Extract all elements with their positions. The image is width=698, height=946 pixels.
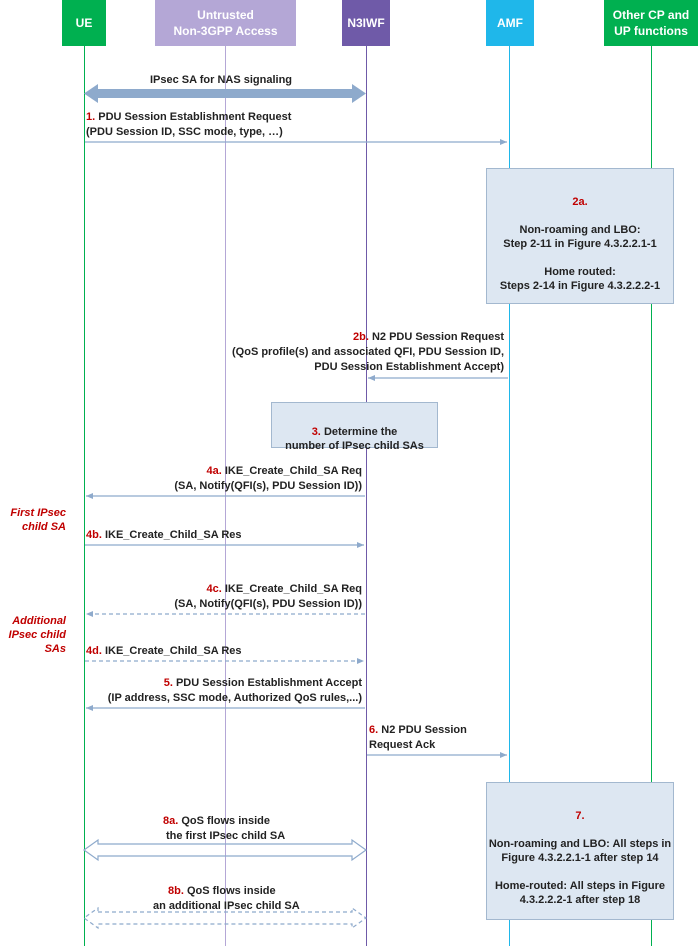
lifeline-n3iwf	[366, 46, 367, 946]
step-4d-number: 4d.	[86, 645, 102, 657]
step-4c-number: 4c.	[206, 583, 222, 595]
step-8a-label: 8a. QoS flows inside	[163, 814, 270, 828]
step-4c-label2: (SA, Notify(QFI(s), PDU Session ID))	[174, 598, 362, 610]
step-3-text2: number of IPsec child SAs	[285, 440, 424, 452]
step-4a-label2: (SA, Notify(QFI(s), PDU Session ID))	[174, 480, 362, 492]
side-label-additional-ipsec: Additional IPsec child SAs	[8, 615, 66, 655]
entity-untrusted-access: Untrusted Non-3GPP Access	[155, 0, 296, 46]
step-7-text: Non-roaming and LBO: All steps in Figure…	[488, 838, 672, 906]
ipsec-nas-arrow	[84, 84, 366, 103]
side-label-first-ipsec: First IPsec child SA	[10, 507, 66, 533]
step-8a-label2: the first IPsec child SA	[166, 830, 286, 842]
entity-n3iwf: N3IWF	[342, 0, 390, 46]
step-4c-label: 4c. IKE_Create_Child_SA Req	[207, 582, 363, 596]
step-1-label: 1. PDU Session Establishment Request	[86, 110, 291, 124]
step-6-text: N2 PDU Session	[381, 724, 467, 736]
step-1-label2: (PDU Session ID, SSC mode, type, …)	[86, 126, 283, 138]
step-4d-label: 4d. IKE_Create_Child_SA Res	[86, 644, 242, 658]
step-5-label2: (IP address, SSC mode, Authorized QoS ru…	[107, 692, 362, 704]
step-4a-number: 4a.	[206, 465, 222, 477]
ipsec-nas-label: IPsec SA for NAS signaling	[150, 74, 293, 86]
step-6-label: 6. N2 PDU Session	[369, 723, 467, 737]
step-8b-text: QoS flows inside	[186, 885, 276, 897]
step-3-text: Determine the	[323, 426, 398, 438]
step-8b-arrow	[82, 906, 368, 930]
step-4b-text: IKE_Create_Child_SA Res	[104, 529, 242, 541]
step-2b-text: N2 PDU Session Request	[371, 331, 504, 343]
step-8b-number: 8b.	[168, 885, 184, 897]
step-2a-text: Non-roaming and LBO: Step 2-11 in Figure…	[499, 224, 661, 292]
step-5-label: 5. PDU Session Establishment Accept	[164, 676, 362, 690]
step-3-number: 3.	[311, 426, 321, 438]
step-7-box: 7. Non-roaming and LBO: All steps in Figu…	[486, 782, 674, 920]
step-5-text: PDU Session Establishment Accept	[175, 677, 362, 689]
step-6-label2: Request Ack	[369, 739, 436, 751]
step-4d-text: IKE_Create_Child_SA Res	[104, 645, 242, 657]
step-4b-label: 4b. IKE_Create_Child_SA Res	[86, 528, 242, 542]
step-8a-text: QoS flows inside	[181, 815, 270, 827]
step-7-number: 7.	[575, 810, 585, 822]
step-8a-number: 8a.	[163, 815, 179, 827]
step-4a-text: IKE_Create_Child_SA Req	[224, 465, 362, 477]
step-6-number: 6.	[369, 724, 379, 736]
lifeline-other-functions	[651, 46, 652, 946]
step-8a-arrow	[82, 838, 368, 862]
step-4c-text: IKE_Create_Child_SA Req	[224, 583, 362, 595]
step-4a-label: 4a. IKE_Create_Child_SA Req	[207, 464, 363, 478]
lifeline-amf	[509, 46, 510, 946]
step-2a-box: 2a. Non-roaming and LBO: Step 2-11 in Fig…	[486, 168, 674, 304]
step-8b-label2: an additional IPsec child SA	[153, 900, 300, 912]
entity-amf: AMF	[486, 0, 534, 46]
step-2b-label3: PDU Session Establishment Accept)	[314, 361, 504, 373]
step-2b-label2: (QoS profile(s) and associated QFI, PDU …	[232, 346, 504, 358]
step-2b-number: 2b.	[352, 331, 369, 343]
lifeline-ue	[84, 46, 85, 946]
step-1-text: PDU Session Establishment Request	[98, 111, 292, 123]
step-5-number: 5.	[163, 677, 173, 689]
step-2a-number: 2a.	[572, 196, 588, 208]
entity-other-functions: Other CP and UP functions	[604, 0, 698, 46]
step-4b-number: 4b.	[86, 529, 102, 541]
step-8b-label: 8b. QoS flows inside	[168, 884, 276, 898]
step-2b-label: 2b. N2 PDU Session Request	[353, 330, 504, 344]
entity-ue: UE	[62, 0, 106, 46]
step-1-number: 1.	[86, 111, 96, 123]
step-3-box: 3. Determine the number of IPsec child SA…	[271, 402, 438, 452]
